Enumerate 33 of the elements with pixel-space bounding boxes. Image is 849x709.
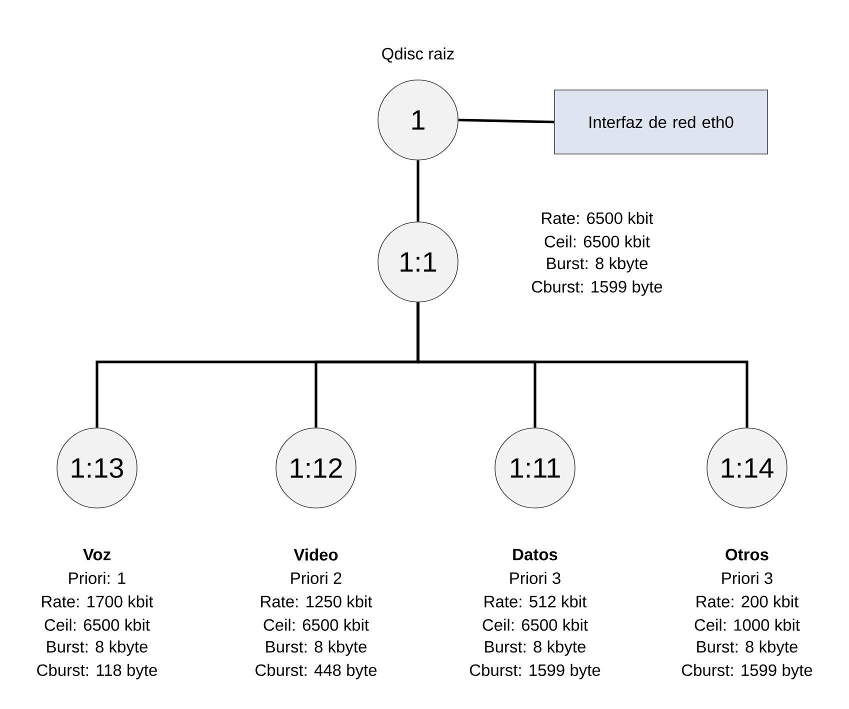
parameter-text: Rate: 200 kbit bbox=[696, 595, 799, 608]
parameter-text: Priori 3 bbox=[510, 572, 560, 584]
connector-line bbox=[416, 302, 748, 428]
parameter-text: Qdisc raiz bbox=[382, 47, 454, 63]
parameter-text: Ceil: 6500 kbit bbox=[44, 618, 150, 631]
class-heading: Video bbox=[294, 548, 338, 561]
connector-line bbox=[416, 160, 420, 222]
parameter-text: Ceil: 6500 kbit bbox=[264, 618, 369, 631]
interface-box: Interfaz de red eth0 bbox=[554, 90, 768, 154]
parameter-text: Cburst: 1599 byte bbox=[532, 280, 662, 296]
parameter-text: Burst: 8 kbyte bbox=[485, 640, 586, 656]
parameter-text: Cburst: 448 byte bbox=[256, 664, 377, 680]
connector-line bbox=[458, 118, 554, 124]
class-heading: Voz bbox=[83, 548, 110, 560]
parameter-text: Cburst: 1599 byte bbox=[470, 664, 600, 680]
parameter-text: Ceil: 6500 kbit bbox=[482, 618, 588, 631]
parameter-text: Priori 2 bbox=[291, 572, 342, 584]
parameter-text: Rate: 1700 kbit bbox=[42, 595, 154, 608]
parameter-text: Burst: 8 kbyte bbox=[547, 257, 648, 272]
parameter-text: Cburst: 118 byte bbox=[37, 664, 157, 680]
parameter-text: Priori 3 bbox=[722, 572, 772, 584]
parameter-text: Burst: 8 kbyte bbox=[266, 640, 366, 656]
parameter-text: Burst: 8 kbyte bbox=[47, 640, 148, 656]
parameter-text: Priori: 1 bbox=[69, 572, 126, 584]
parameter-text: Cburst: 1599 byte bbox=[682, 664, 812, 680]
parameter-text: Rate: 512 kbit bbox=[484, 595, 587, 608]
class-heading: Otros bbox=[726, 548, 768, 560]
parameter-text: Rate: 1250 kbit bbox=[261, 595, 372, 608]
class-heading: Datos bbox=[513, 548, 558, 560]
parameter-text: Ceil: 6500 kbit bbox=[544, 235, 650, 248]
parameter-text: Burst: 8 kbyte bbox=[697, 640, 798, 656]
parameter-text: Rate: 6500 kbit bbox=[542, 212, 654, 224]
parameter-text: Ceil: 1000 kbit bbox=[694, 618, 800, 631]
